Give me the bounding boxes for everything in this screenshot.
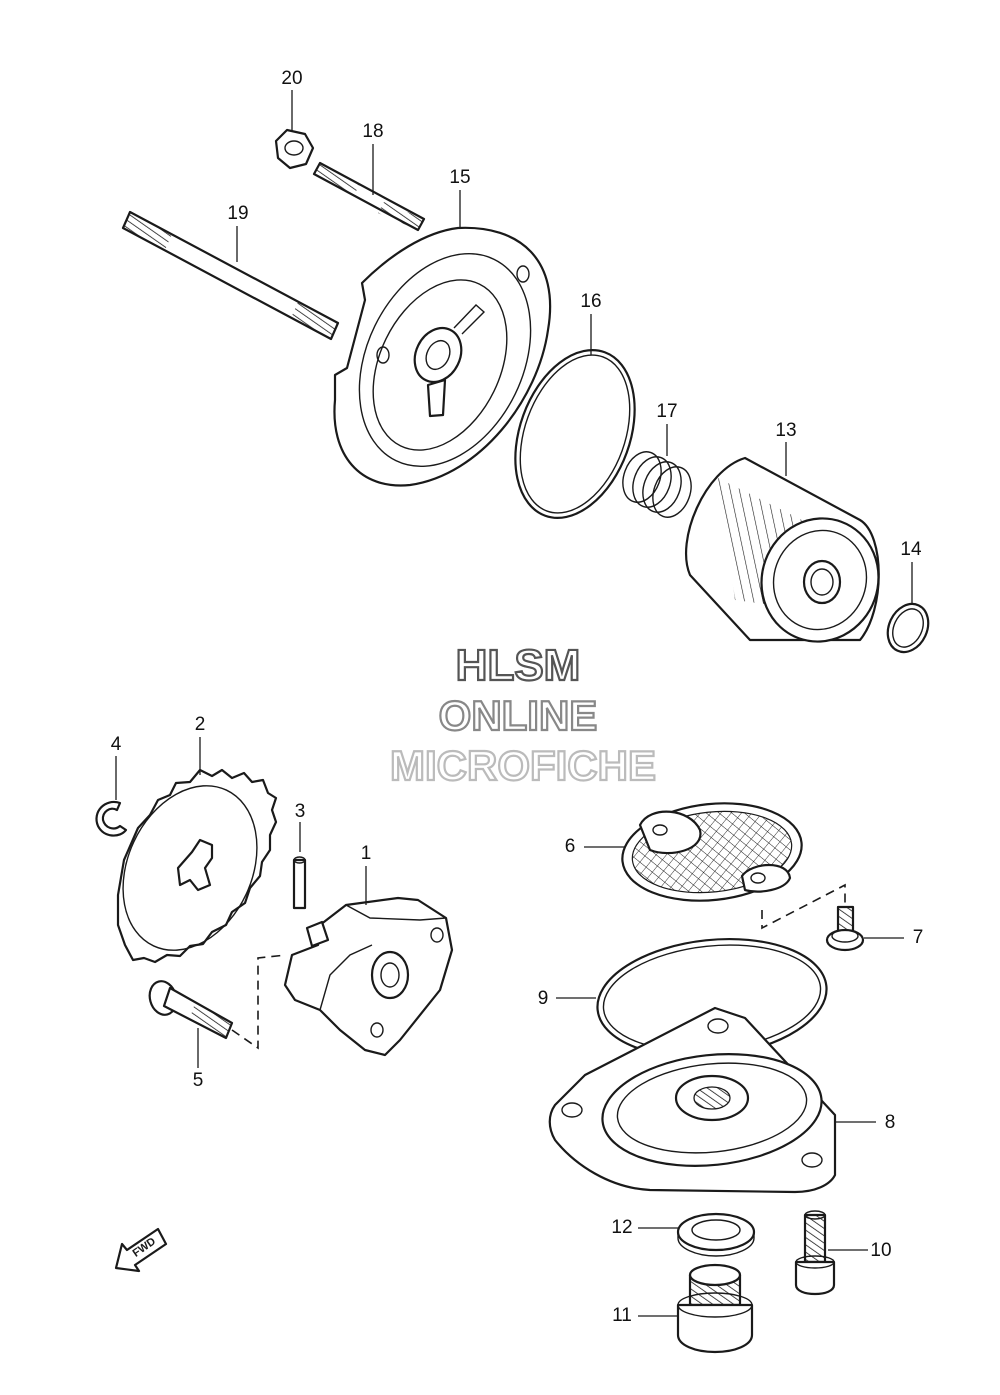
part-16-o-ring — [514, 314, 636, 519]
part-4-circlip — [95, 756, 128, 837]
callout-19: 19 — [227, 203, 248, 224]
callout-13: 13 — [775, 420, 796, 441]
part-1-oil-pump — [283, 866, 454, 1057]
callout-4: 4 — [111, 734, 122, 755]
callout-7: 7 — [913, 927, 924, 948]
callout-labels: 20 18 19 15 16 17 13 14 2 4 3 1 5 6 7 9 … — [111, 68, 924, 1326]
part-15-filter-cap — [333, 190, 552, 487]
callout-6: 6 — [565, 836, 576, 857]
part-5-bolt — [148, 954, 287, 1068]
part-7-screw — [825, 905, 904, 952]
watermark: HLSM ONLINE MICROFICHE — [389, 640, 657, 790]
callout-11: 11 — [612, 1305, 632, 1326]
part-8-oil-pan-cover — [548, 1006, 876, 1194]
part-17-spring — [622, 424, 692, 518]
part-11-drain-plug — [638, 1263, 754, 1354]
callout-9: 9 — [538, 988, 549, 1009]
watermark-line-3: MICROFICHE — [390, 742, 656, 789]
callout-10: 10 — [870, 1240, 891, 1261]
callout-2: 2 — [195, 714, 206, 735]
watermark-line-1: HLSM — [456, 641, 581, 690]
callout-1: 1 — [361, 843, 372, 864]
part-19-long-stud — [121, 210, 340, 341]
part-12-washer — [638, 1212, 756, 1257]
callout-8: 8 — [885, 1112, 896, 1133]
callout-20: 20 — [281, 68, 302, 89]
callout-12: 12 — [611, 1217, 632, 1238]
callout-15: 15 — [449, 167, 470, 188]
part-10-bolt — [794, 1210, 868, 1296]
part-13-oil-filter-element — [685, 442, 880, 643]
watermark-line-2: ONLINE — [439, 692, 598, 739]
callout-14: 14 — [900, 539, 922, 560]
part-18-stud — [312, 144, 426, 232]
part-6-oil-screen — [584, 802, 846, 930]
part-3-pin — [292, 822, 307, 910]
callout-3: 3 — [295, 801, 306, 822]
part-2-gear — [116, 737, 278, 964]
part-20-nut — [274, 90, 315, 170]
callout-18: 18 — [362, 121, 383, 142]
fwd-direction-badge: FWD — [114, 1227, 168, 1273]
callout-5: 5 — [193, 1070, 204, 1091]
part-14-small-o-ring — [886, 562, 930, 654]
callout-16: 16 — [580, 291, 601, 312]
callout-17: 17 — [656, 401, 677, 422]
